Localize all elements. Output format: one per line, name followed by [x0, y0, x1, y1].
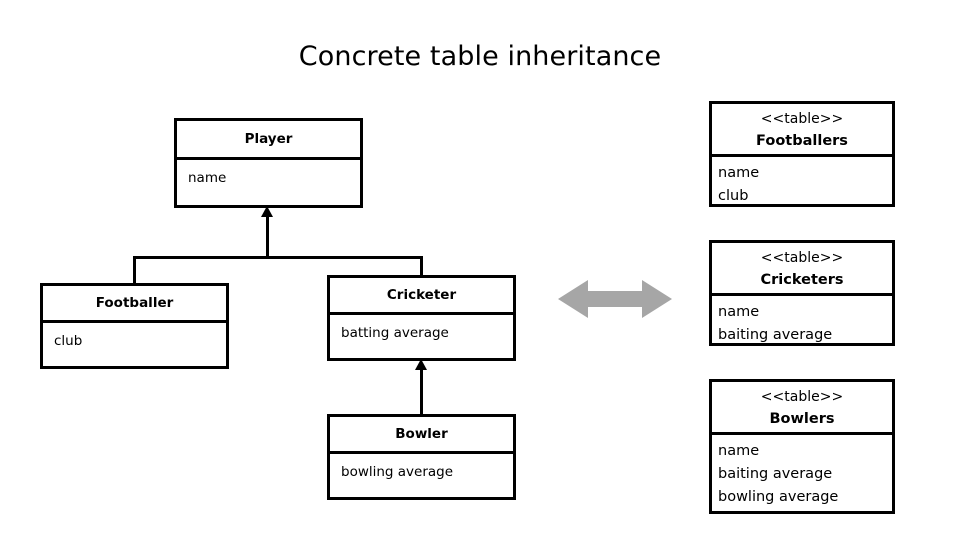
table-column: name [718, 165, 760, 181]
uml-class-footballer-attributes: club [43, 323, 226, 369]
table-box-cricketers-header: <<table>> Cricketers [712, 243, 892, 296]
page-title: Concrete table inheritance [298, 41, 662, 72]
table-column: club [718, 188, 749, 204]
uml-attribute: batting average [341, 325, 449, 341]
table-column: name [718, 443, 760, 459]
table-column: baiting average [718, 466, 833, 482]
uml-class-player-name: Player [177, 121, 360, 160]
uml-class-bowler-name: Bowler [330, 417, 513, 454]
uml-class-cricketer-attributes: batting average [330, 315, 513, 361]
uml-class-player-attributes: name [177, 160, 360, 208]
uml-class-bowler-attributes: bowling average [330, 454, 513, 500]
table-box-footballers[interactable]: <<table>> Footballers name club [709, 101, 895, 207]
inheritance-arrowhead-cricketer [415, 359, 427, 370]
mapping-double-arrow [558, 278, 672, 320]
table-name: Cricketers [760, 272, 844, 288]
table-column: name [718, 304, 760, 320]
uml-attribute: club [54, 333, 83, 349]
uml-class-bowler[interactable]: Bowler bowling average [327, 414, 516, 500]
connector-bowler-to-cricketer [420, 370, 423, 415]
connector-branch-bar [133, 256, 423, 259]
table-box-footballers-header: <<table>> Footballers [712, 104, 892, 157]
table-box-bowlers-columns: name baiting average bowling average [712, 435, 892, 517]
table-box-bowlers[interactable]: <<table>> Bowlers name baiting average b… [709, 379, 895, 514]
uml-attribute: name [188, 170, 227, 186]
table-stereotype: <<table>> [760, 111, 844, 127]
table-name: Bowlers [769, 411, 835, 427]
table-name: Footballers [756, 133, 848, 149]
connector-drop-footballer [133, 256, 136, 285]
connector-drop-cricketer [420, 256, 423, 277]
uml-class-player[interactable]: Player name [174, 118, 363, 208]
uml-attribute: bowling average [341, 464, 454, 480]
table-box-cricketers[interactable]: <<table>> Cricketers name baiting averag… [709, 240, 895, 346]
table-box-footballers-columns: name club [712, 157, 892, 210]
connector-tree-stem [266, 216, 269, 258]
uml-class-footballer[interactable]: Footballer club [40, 283, 229, 369]
table-stereotype: <<table>> [760, 250, 844, 266]
inheritance-arrowhead-player [261, 206, 273, 217]
table-column: bowling average [718, 489, 839, 505]
uml-class-footballer-name: Footballer [43, 286, 226, 323]
table-box-cricketers-columns: name baiting average [712, 296, 892, 349]
table-stereotype: <<table>> [760, 389, 844, 405]
uml-class-cricketer[interactable]: Cricketer batting average [327, 275, 516, 361]
uml-class-cricketer-name: Cricketer [330, 278, 513, 315]
table-column: baiting average [718, 327, 833, 343]
double-headed-arrow-icon [558, 280, 672, 318]
table-box-bowlers-header: <<table>> Bowlers [712, 382, 892, 435]
